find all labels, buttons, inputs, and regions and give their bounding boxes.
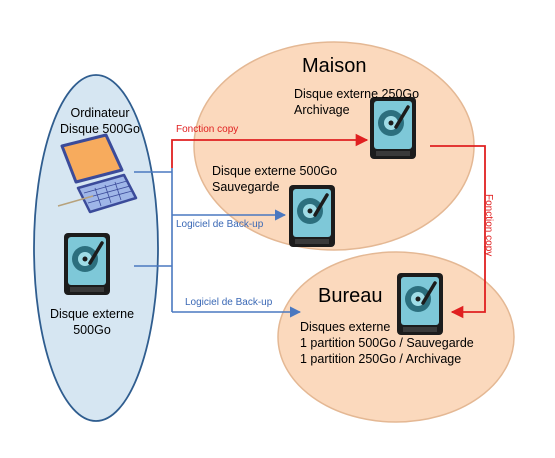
backup-label-1: Logiciel de Back-up bbox=[176, 219, 264, 230]
copy-label: Fonction copy bbox=[176, 124, 238, 135]
bureau-line1: Disques externe bbox=[300, 320, 390, 334]
hard-disk-icon-bureau bbox=[397, 273, 443, 335]
backup-label-2: Logiciel de Back-up bbox=[185, 297, 273, 308]
bureau-line3: 1 partition 250Go / Archivage bbox=[300, 352, 461, 366]
computer-title-line1: Ordinateur bbox=[70, 106, 129, 120]
computer-disk-label-line1: Disque externe bbox=[50, 307, 134, 321]
bureau-line2: 1 partition 500Go / Sauvegarde bbox=[300, 336, 474, 350]
bureau-title: Bureau bbox=[318, 285, 383, 307]
copy-vertical-label: Fonction copy bbox=[483, 194, 494, 256]
hard-disk-icon-computer bbox=[64, 233, 110, 295]
maison-backup-disk-line1: Disque externe 500Go bbox=[212, 164, 337, 178]
computer-disk-label-line2: 500Go bbox=[73, 323, 111, 337]
hard-disk-icon-backup bbox=[289, 185, 335, 247]
hard-disk-icon-archive bbox=[370, 97, 416, 159]
maison-archive-disk-line1: Disque externe 250Go bbox=[294, 87, 419, 101]
maison-title: Maison bbox=[302, 55, 366, 77]
laptop-icon bbox=[57, 133, 138, 214]
bureau-ellipse bbox=[277, 251, 515, 423]
backup-connector bbox=[134, 168, 302, 318]
maison-archive-disk-line2: Archivage bbox=[294, 103, 350, 117]
copy-connector bbox=[171, 133, 486, 319]
computer-title-line2: Disque 500Go bbox=[60, 122, 140, 136]
maison-backup-disk-line2: Sauvegarde bbox=[212, 180, 279, 194]
